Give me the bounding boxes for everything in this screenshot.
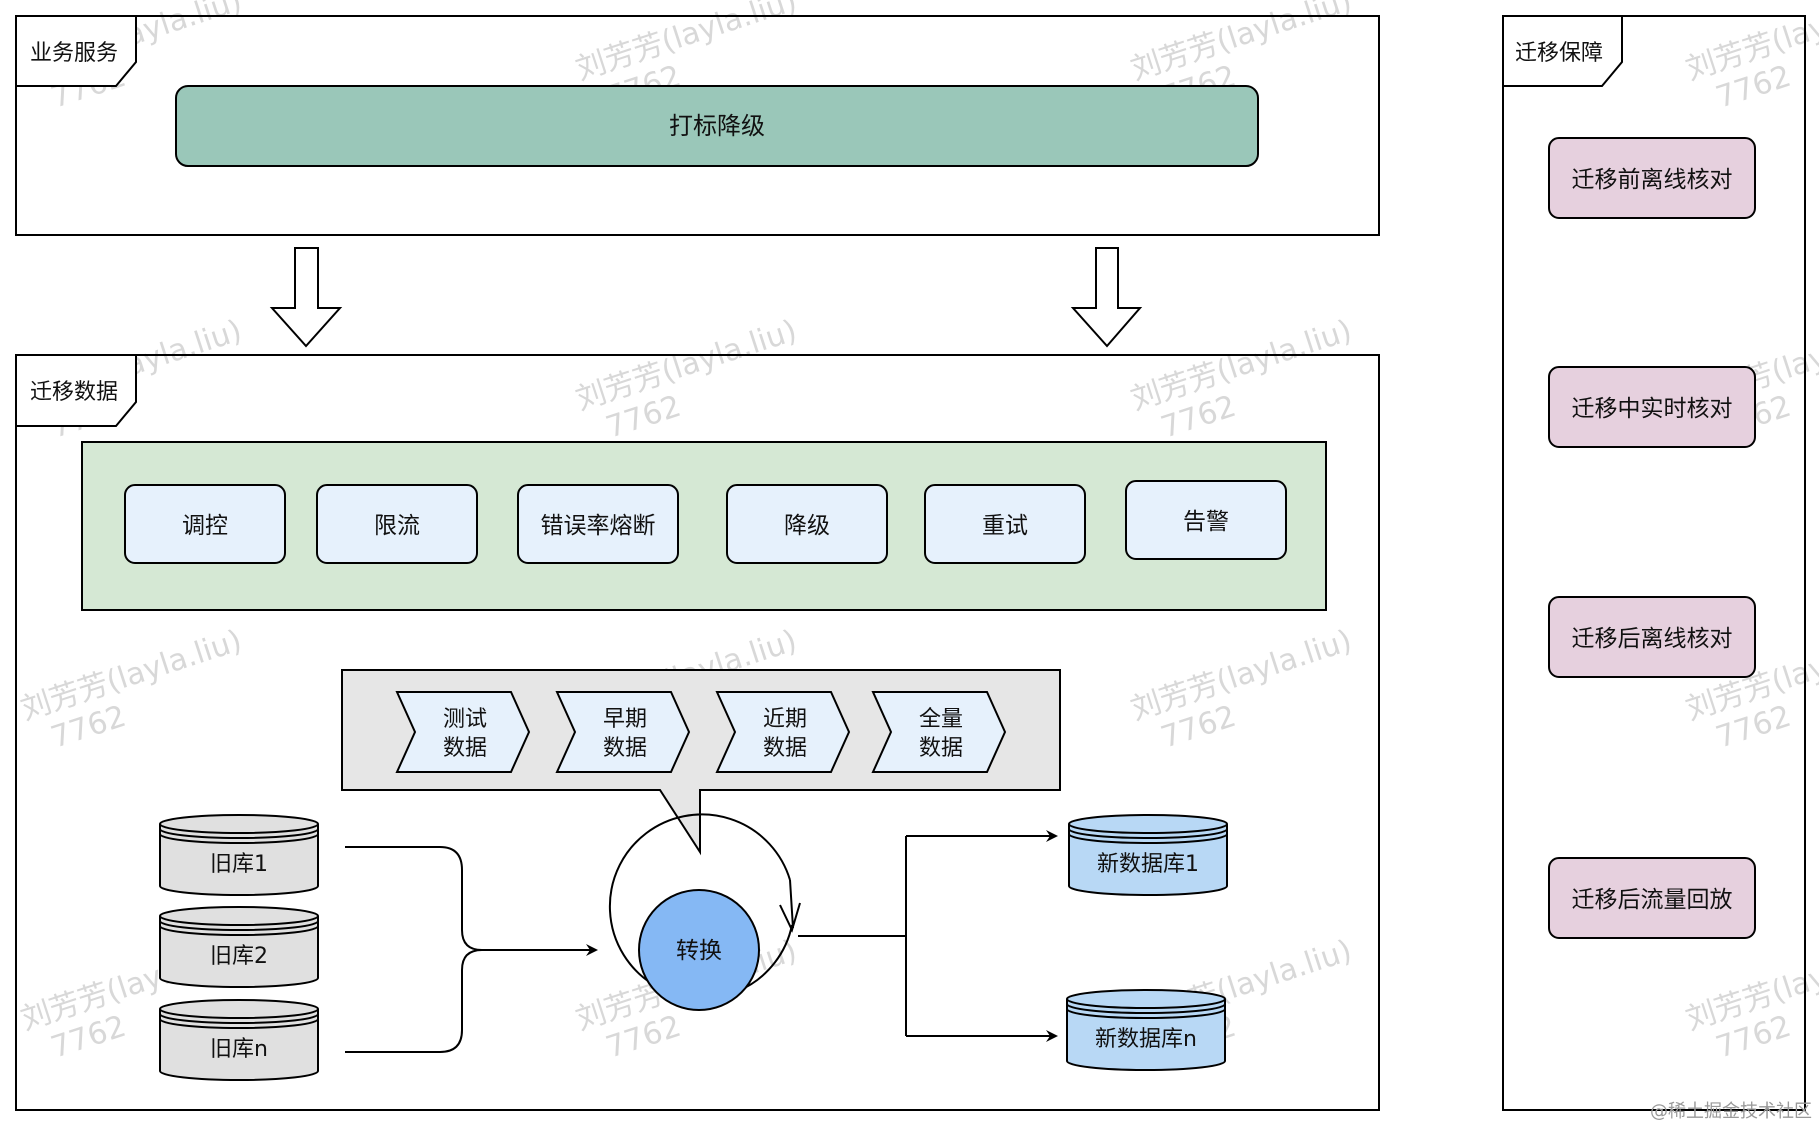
- control-box-shape: [517, 484, 679, 564]
- control-box: 限流: [316, 484, 478, 564]
- guarantee-box-shape: [1548, 366, 1756, 448]
- down-arrow-left: [269, 247, 343, 348]
- watermark-line1: 刘芳芳(layla.liu): [1127, 313, 1356, 417]
- new-db-label: 新数据库n: [1095, 1027, 1197, 1052]
- migrate-data-panel: 迁移数据 调控限流错误率熔断降级重试告警 测试数据早期数据近期数据全量数据 旧库…: [15, 354, 1380, 1111]
- guarantee-label: 迁移中实时核对: [1572, 396, 1733, 422]
- convert-circle: [638, 889, 760, 1011]
- down-arrow-right: [1070, 247, 1143, 348]
- control-label: 告警: [1183, 509, 1229, 535]
- control-box-shape: [924, 484, 1086, 564]
- migrate-data-title: 迁移数据: [30, 380, 118, 405]
- old-to-convert-connectors: [345, 846, 598, 1053]
- phase-chevron-shape: [555, 691, 691, 773]
- migration-guarantee-title: 迁移保障: [1515, 41, 1603, 66]
- old-db-top: [159, 814, 319, 834]
- guarantee-box: 迁移前离线核对: [1548, 137, 1756, 219]
- watermark: 刘芳芳(layla.liu)7762: [572, 313, 801, 445]
- guarantee-box-shape: [1548, 857, 1756, 939]
- phase-label-line1: 早期: [603, 707, 647, 732]
- old-db-label: 旧库2: [210, 944, 268, 969]
- watermark-line1: 刘芳芳(layla.liu): [1127, 623, 1356, 727]
- control-box-shape: [316, 484, 478, 564]
- new-db: 新数据库n: [1066, 989, 1226, 1071]
- new-db-top: [1066, 989, 1226, 1009]
- watermark: 刘芳芳(layla.liu)7762: [17, 623, 246, 755]
- business-service-title: 业务服务: [30, 41, 118, 66]
- control-box-shape: [726, 484, 888, 564]
- control-box: 降级: [726, 484, 888, 564]
- control-box: 调控: [124, 484, 286, 564]
- guarantee-label: 迁移前离线核对: [1572, 167, 1733, 193]
- new-db-group: 新数据库1 新数据库n: [1066, 814, 1228, 1071]
- phase-label-line2: 数据: [603, 736, 647, 761]
- watermark: 刘芳芳(layla.liu)7762: [1682, 933, 1819, 1065]
- control-label: 重试: [982, 513, 1028, 539]
- tag-degrade-label: 打标降级: [669, 112, 765, 140]
- control-label: 错误率熔断: [541, 513, 656, 539]
- control-label: 调控: [182, 513, 228, 539]
- watermark-line1: 刘芳芳(layla.liu): [1127, 0, 1356, 88]
- guarantee-box: 迁移后离线核对: [1548, 596, 1756, 678]
- phase-label-line1: 全量: [919, 707, 963, 732]
- guarantee-box: 迁移后流量回放: [1548, 857, 1756, 939]
- phase-chevron-shape: [871, 691, 1007, 773]
- phase-label-line1: 近期: [763, 707, 807, 732]
- old-db: 旧库2: [159, 906, 319, 988]
- watermark-line1: 刘芳芳(layla.liu): [17, 623, 246, 727]
- convert-to-new-connectors: [798, 830, 1058, 1042]
- phase-chevron-shape: [395, 691, 531, 773]
- guarantee-box: 迁移中实时核对: [1548, 366, 1756, 448]
- control-box: 告警: [1125, 480, 1287, 560]
- watermark-line1: 刘芳芳(layla.liu): [572, 0, 801, 88]
- old-db-label: 旧库n: [210, 1037, 268, 1062]
- old-db-top: [159, 906, 319, 926]
- old-db: 旧库n: [159, 999, 319, 1081]
- phase-label-line2: 数据: [919, 736, 963, 761]
- phase-label-line2: 数据: [763, 736, 807, 761]
- control-box-shape: [1125, 480, 1287, 560]
- business-service-panel: 业务服务 打标降级: [15, 15, 1380, 236]
- watermark: 刘芳芳(layla.liu)7762: [1127, 623, 1356, 755]
- control-box: 重试: [924, 484, 1086, 564]
- watermark: 刘芳芳(layla.liu)7762: [1682, 0, 1819, 116]
- control-box-shape: [124, 484, 286, 564]
- convert-node: 转换: [608, 813, 801, 1011]
- new-db-top: [1068, 814, 1228, 834]
- new-db-label: 新数据库1: [1097, 852, 1199, 877]
- watermark-line1: 刘芳芳(layla.liu): [572, 313, 801, 417]
- phase-chevron-shape: [715, 691, 851, 773]
- guarantee-box-shape: [1548, 596, 1756, 678]
- phase-label-line2: 数据: [443, 736, 487, 761]
- control-box: 错误率熔断: [517, 484, 679, 564]
- old-db-group: 旧库1 旧库2 旧库n: [159, 814, 319, 1081]
- control-label: 降级: [784, 513, 830, 539]
- old-db-label: 旧库1: [210, 852, 268, 877]
- controls-group: 调控 限流 错误率熔断 降级 重试 告警: [124, 480, 1287, 564]
- phase-label-line1: 测试: [443, 707, 487, 732]
- new-db: 新数据库1: [1068, 814, 1228, 896]
- old-db-top: [159, 999, 319, 1019]
- watermark: 刘芳芳(layla.liu)7762: [1127, 313, 1356, 445]
- guarantee-box-shape: [1548, 137, 1756, 219]
- footer-credit: @稀土掘金技术社区: [1650, 1101, 1812, 1122]
- old-db: 旧库1: [159, 814, 319, 896]
- guarantee-label: 迁移后离线核对: [1572, 626, 1733, 652]
- control-label: 限流: [374, 513, 420, 539]
- tag-degrade-bar: [175, 85, 1259, 167]
- convert-label: 转换: [676, 938, 722, 964]
- controls-panel: [81, 441, 1327, 611]
- guarantee-label: 迁移后流量回放: [1572, 887, 1733, 913]
